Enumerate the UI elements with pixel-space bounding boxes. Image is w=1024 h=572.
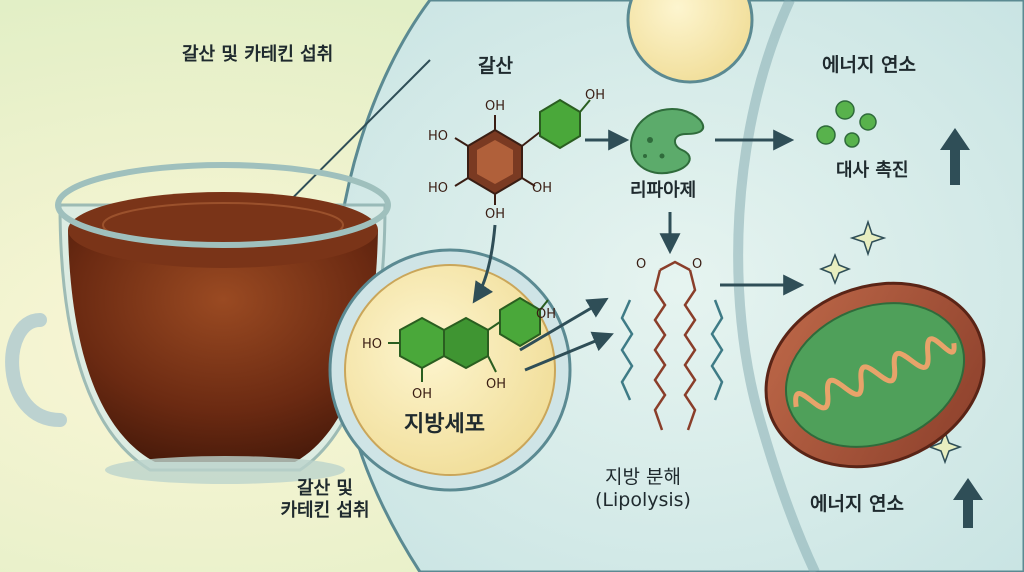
gallic-oh-6: OH xyxy=(585,88,605,103)
metabolism-up-arrow xyxy=(940,128,970,185)
arrow-gallic-to-fat-cell xyxy=(472,224,497,304)
fatty-acid-chains: O O xyxy=(620,257,724,431)
energy-particles xyxy=(816,100,877,148)
catechin-oh-1: HO xyxy=(362,337,382,352)
gallic-oh-5: OH xyxy=(485,207,505,222)
lipase-label: 리파아제 xyxy=(630,180,697,201)
fat-cell xyxy=(344,264,556,476)
pathway-arrows xyxy=(472,129,805,372)
metabolism-boost-label: 대사 촉진 xyxy=(836,160,909,181)
lipase-enzyme xyxy=(630,108,705,175)
carbonyl-o-left: O xyxy=(636,257,646,272)
intake-label-bottom: 갈산 및 카테킨 섭취 xyxy=(265,478,385,521)
mitochondria-cristae xyxy=(793,336,957,411)
gallic-oh-3: HO xyxy=(428,181,448,196)
cup-rim xyxy=(55,162,391,248)
carbonyl-o-right: O xyxy=(692,257,702,272)
gallic-acid-molecule: OH HO HO OH OH OH xyxy=(428,88,605,222)
tea-liquid xyxy=(68,230,378,462)
fat-cell-label: 지방세포 xyxy=(404,412,485,437)
fat-droplet-top xyxy=(626,0,754,84)
cell-membrane-right xyxy=(733,0,820,572)
intake-label-bottom-line1: 갈산 및 xyxy=(297,478,353,499)
tea-cup xyxy=(5,162,391,484)
cup-saucer xyxy=(105,456,345,484)
sparkles xyxy=(818,219,963,465)
gallic-oh-1: OH xyxy=(485,99,505,114)
intake-label-top: 갈산 및 카테킨 섭취 xyxy=(182,44,334,65)
energy-up-arrow-bottom xyxy=(953,478,983,528)
gallic-oh-2: HO xyxy=(428,129,448,144)
intake-label-bottom-line2: 카테킨 섭취 xyxy=(280,499,370,521)
gallic-oh-4: OH xyxy=(532,181,552,196)
catechin-oh-3: OH xyxy=(486,377,506,392)
catechin-oh-4: OH xyxy=(536,307,556,322)
energy-burn-label-bottom: 에너지 연소 xyxy=(810,493,905,515)
arrow-fat-cell-to-lipolysis-1 xyxy=(519,297,609,352)
energy-burn-label-top: 에너지 연소 xyxy=(822,54,917,76)
tea-surface xyxy=(68,192,378,268)
catechin-molecule: HO OH OH OH xyxy=(362,296,556,402)
lipolysis-label: 지방 분해 (Lipolysis) xyxy=(568,466,718,512)
gallic-acid-label: 갈산 xyxy=(478,55,513,77)
lipolysis-label-english: (Lipolysis) xyxy=(595,488,691,511)
arrow-fat-cell-to-lipolysis-2 xyxy=(524,331,614,372)
catechin-oh-2: OH xyxy=(412,387,432,402)
lipolysis-label-korean: 지방 분해 xyxy=(605,466,681,488)
mitochondria xyxy=(764,281,986,469)
